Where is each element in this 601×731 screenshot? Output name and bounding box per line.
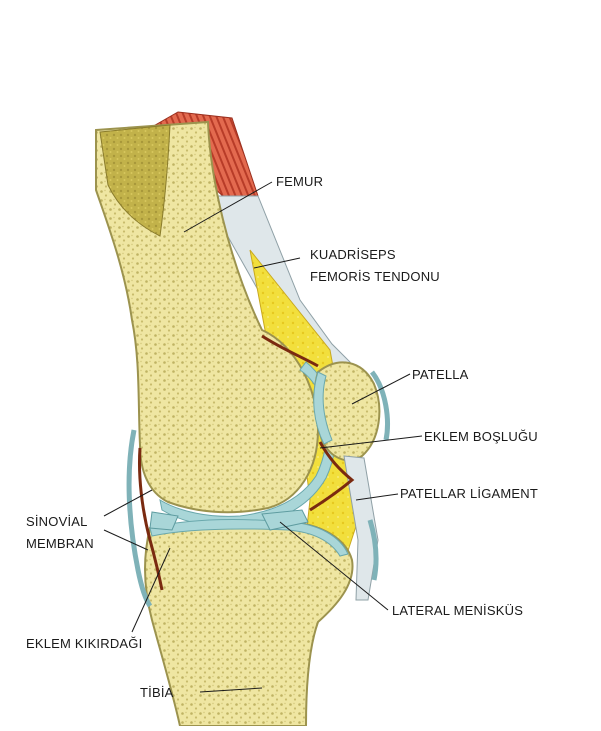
label-joint-space: EKLEM BOŞLUĞU	[424, 429, 538, 444]
label-tibia: TİBİA	[140, 685, 174, 700]
tibia-bone	[145, 521, 353, 726]
label-synovial-line2: MEMBRAN	[26, 536, 94, 551]
label-lateral-meniscus: LATERAL MENİSKÜS	[392, 603, 523, 618]
label-quadriceps-line1: KUADRİSEPS	[310, 247, 396, 262]
label-femur: FEMUR	[276, 174, 323, 189]
label-patella: PATELLA	[412, 367, 469, 382]
label-articular-cartilage: EKLEM KIKIRDAĞI	[26, 636, 142, 651]
label-quadriceps-line2: FEMORİS TENDONU	[310, 269, 440, 284]
label-synovial-line1: SİNOVİAL	[26, 514, 88, 529]
label-patellar-ligament: PATELLAR LİGAMENT	[400, 486, 538, 501]
